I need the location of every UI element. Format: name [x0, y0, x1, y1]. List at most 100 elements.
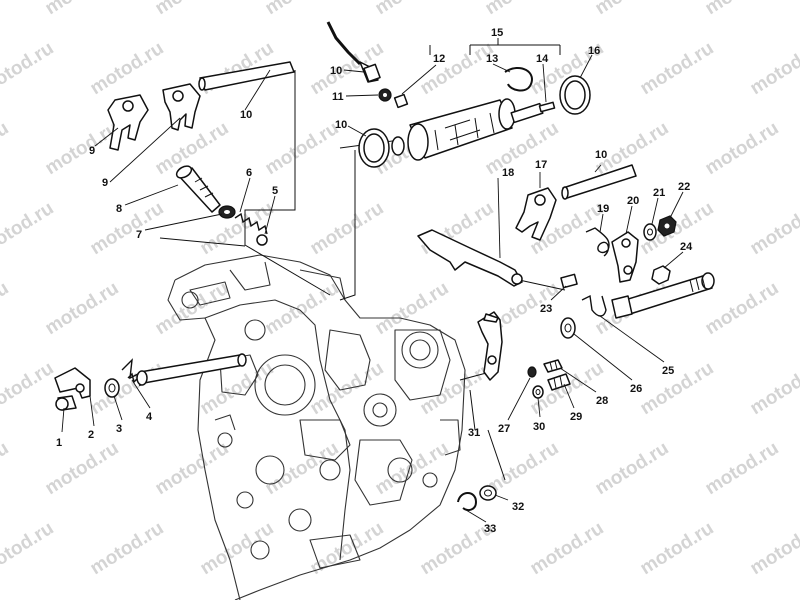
watermark-text: motod.ru	[42, 0, 123, 19]
callout-15: 13	[486, 53, 498, 65]
nut-29	[527, 366, 537, 378]
callout-6: 6	[246, 167, 252, 179]
watermark-text: motod.ru	[197, 518, 278, 579]
callout-13: 11	[332, 91, 344, 103]
circlip-35	[457, 492, 478, 511]
watermark-text: motod.ru	[262, 438, 343, 499]
watermark-text: motod.ru	[152, 438, 233, 499]
callout-23: 21	[653, 187, 665, 199]
callout-4: 4	[146, 411, 153, 423]
watermark-text: motod.ru	[87, 518, 168, 579]
watermark-text: motod.ru	[0, 438, 12, 499]
watermark-text: motod.ru	[0, 358, 57, 419]
watermark-text: motod.ru	[307, 198, 388, 259]
callout-10b: 10	[595, 149, 607, 161]
callout-labels: 9 9 10 8 7 6 5 10 11 12 10 13 14 15 16 1…	[56, 27, 693, 535]
watermark-text: motod.ru	[702, 278, 783, 339]
watermark-text: motod.ru	[0, 0, 12, 19]
watermark-text: motod.ru	[747, 198, 800, 259]
washer-23	[643, 223, 657, 241]
watermark-text: motod.ru	[152, 0, 233, 19]
bolt-30	[543, 359, 563, 373]
watermark-text: motod.ru	[87, 198, 168, 259]
watermark-text: motod.ru	[372, 0, 453, 19]
callout-30: 28	[596, 395, 608, 407]
callout-9b: 9	[102, 177, 108, 189]
watermark-text: motod.ru	[747, 518, 800, 579]
callout-26: 24	[680, 241, 693, 253]
watermark-text: motod.ru	[702, 438, 783, 499]
callout-3: 3	[116, 423, 122, 435]
callout-35: 33	[484, 523, 496, 535]
washer-28	[560, 317, 576, 339]
shift-shaft-long	[136, 353, 247, 386]
callout-11: 10	[335, 119, 347, 131]
watermark-text: motod.ru	[0, 198, 57, 259]
watermark-text: motod.ru	[262, 0, 343, 19]
callout-24: 22	[678, 181, 690, 193]
ball-5	[256, 234, 268, 246]
callout-17: 15	[491, 27, 503, 39]
bracket-22	[611, 231, 639, 283]
crankcase-drawing	[167, 254, 466, 600]
callout-9a: 9	[89, 145, 95, 157]
shift-shaft-27	[611, 272, 715, 319]
watermark-text: motod.ru	[702, 0, 783, 19]
callout-leaders	[61, 54, 684, 523]
callout-21: 19	[597, 203, 609, 215]
callout-1: 1	[56, 437, 62, 449]
selector-fork-right	[162, 83, 201, 131]
watermark-text: motod.ru	[482, 0, 563, 19]
watermark-text: motod.ru	[747, 38, 800, 99]
callout-5: 5	[272, 185, 278, 197]
callout-34: 32	[512, 501, 524, 513]
watermark-text: motod.ru	[87, 358, 168, 419]
watermark-text: motod.ru	[307, 518, 388, 579]
watermark-text: motod.ru	[0, 278, 12, 339]
watermark-text: motod.ru	[262, 118, 343, 179]
screw-25	[560, 273, 578, 289]
watermark-text: motod.ru	[747, 358, 800, 419]
nut-26	[651, 265, 671, 285]
callout-29: 27	[498, 423, 510, 435]
watermark-text: motod.ru	[592, 438, 673, 499]
bolt-8	[175, 165, 221, 213]
screw-14	[393, 93, 409, 109]
spring-6	[234, 212, 268, 235]
watermark-text: motod.ru	[42, 438, 123, 499]
watermark-text: motod.ru	[637, 518, 718, 579]
callout-32: 30	[533, 421, 545, 433]
pin-16	[538, 101, 556, 113]
lever-2	[54, 367, 91, 399]
watermark-text: motod.ru	[42, 278, 123, 339]
spring-27	[581, 294, 607, 317]
watermark-text: motod.ru	[637, 358, 718, 419]
bolt-31	[547, 373, 571, 391]
watermark-text: motod.ru	[0, 518, 57, 579]
selector-drum	[391, 98, 544, 161]
washer-32	[532, 385, 544, 399]
selector-lever-20	[417, 229, 523, 287]
ring-18	[559, 75, 591, 115]
callout-2: 2	[88, 429, 94, 441]
ring-11	[358, 128, 390, 168]
selector-fork-left	[107, 94, 149, 151]
washer-34	[479, 485, 497, 501]
watermark-text: motod.ru	[637, 38, 718, 99]
shift-arm-33	[477, 311, 503, 381]
callout-28: 26	[630, 383, 642, 395]
callout-8: 8	[116, 203, 122, 215]
watermark-text: motod.ru	[87, 38, 168, 99]
watermark-text: motod.ru	[702, 118, 783, 179]
callout-14: 12	[433, 53, 445, 65]
fork-shaft-upper	[198, 61, 295, 91]
watermark-text: motod.ru	[0, 118, 12, 179]
callout-25: 23	[540, 303, 552, 315]
fork-shaft-right	[561, 164, 637, 200]
callout-12: 10	[330, 65, 342, 77]
watermark-text: motod.ru	[152, 278, 233, 339]
callout-18: 16	[588, 45, 600, 57]
circlip-15	[504, 67, 533, 92]
watermark-text: motod.ru	[592, 0, 673, 19]
